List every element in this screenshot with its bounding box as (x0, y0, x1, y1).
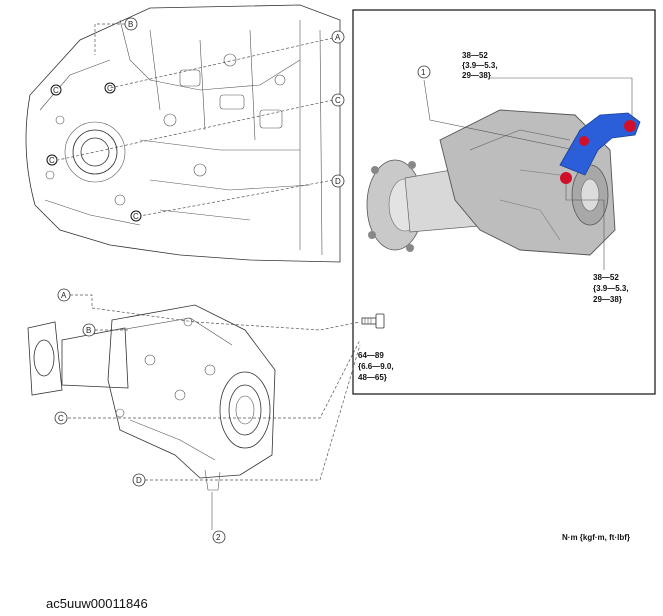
torque-spec-lower: 38—52 {3.9—5.3, 29—38} (593, 273, 629, 304)
torque-units-label: N·m {kgf·m, ft·lbf} (562, 533, 630, 542)
figure-id: ac5uuw00011846 (46, 596, 148, 611)
svg-text:A: A (335, 33, 341, 42)
callout-b-top: B (124, 17, 138, 31)
bolt-icon (361, 313, 385, 329)
mount-bracket (559, 112, 641, 176)
mark-c-3: C (49, 156, 55, 165)
svg-text:2: 2 (216, 533, 221, 542)
bolt-highlight-lower (560, 172, 572, 184)
svg-text:{3.9—5.3,: {3.9—5.3, (462, 61, 498, 70)
svg-text:C: C (335, 96, 341, 105)
callout-c-bottom: C (54, 411, 68, 425)
transmission-case-drawing (25, 4, 341, 263)
svg-text:38—52: 38—52 (593, 273, 619, 282)
svg-text:1: 1 (421, 68, 426, 77)
svg-text:D: D (136, 476, 142, 485)
svg-text:48—65}: 48—65} (358, 373, 387, 382)
svg-text:{6.6—9.0,: {6.6—9.0, (358, 362, 394, 371)
callout-d-bottom: D (132, 473, 146, 487)
bolt-highlight-upper (624, 120, 636, 132)
svg-text:29—38}: 29—38} (462, 71, 491, 80)
mark-c-1: C (53, 86, 59, 95)
svg-text:A: A (61, 291, 67, 300)
transfer-unit-render (366, 109, 641, 256)
svg-text:C: C (58, 414, 64, 423)
callout-a-top: A (331, 30, 345, 44)
svg-text:64—89: 64—89 (358, 351, 384, 360)
mark-c-4: C (133, 212, 139, 221)
callout-a-bottom: A (57, 288, 71, 302)
torque-spec-upper: 38—52 {3.9—5.3, 29—38} (462, 51, 498, 80)
callout-item-1: 1 (417, 65, 431, 79)
case-mount-marks: C C C C (46, 82, 142, 222)
callout-d-top: D (331, 174, 345, 188)
svg-text:B: B (128, 20, 133, 29)
bolt-highlight-middle (579, 136, 589, 146)
mark-c-2: C (107, 84, 113, 93)
svg-text:D: D (335, 177, 341, 186)
svg-text:29—38}: 29—38} (593, 295, 622, 304)
callout-c-top: C (331, 93, 345, 107)
callout-item-2: 2 (212, 530, 226, 544)
svg-text:38—52: 38—52 (462, 51, 488, 60)
svg-text:B: B (86, 326, 91, 335)
torque-spec-bolt: 64—89 {6.6—9.0, 48—65} (358, 351, 394, 382)
svg-text:{3.9—5.3,: {3.9—5.3, (593, 284, 629, 293)
callout-b-bottom: B (82, 323, 96, 337)
transfer-unit-drawing (27, 304, 276, 491)
